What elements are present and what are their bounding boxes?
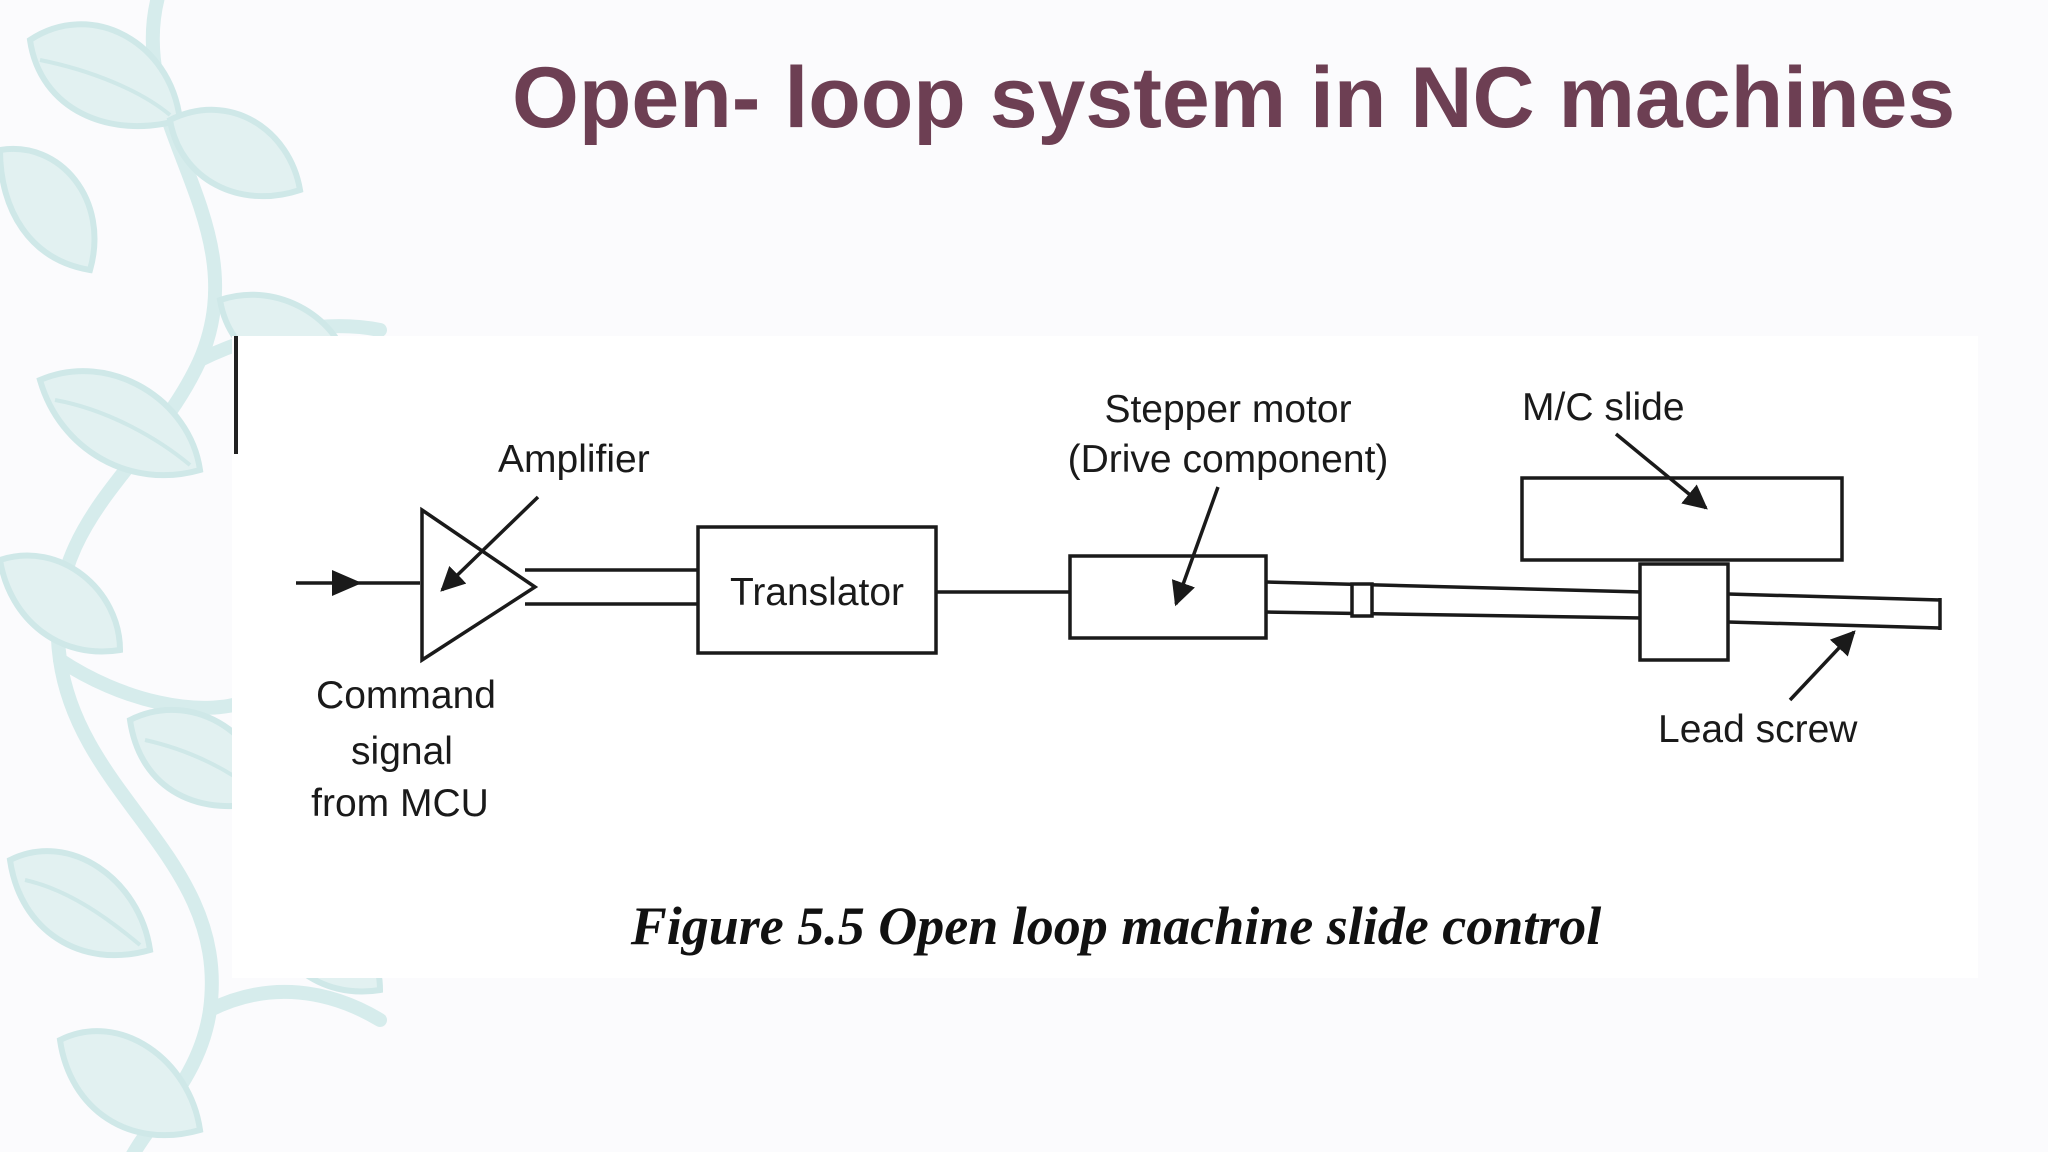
stepper-motor-pointer-arrow [1171,486,1220,607]
translator-block [696,525,938,655]
slide-title: Open- loop system in NC machines [512,50,1956,146]
command-signal-label-line1: Command [316,674,496,717]
amplifier-triangle [420,506,539,664]
stepper-motor-label: Stepper motor [1104,388,1351,431]
motor-shaft-upper [1265,580,1643,594]
amplifier-pointer-arrow [440,495,540,592]
amplifier-label: Amplifier [498,438,650,481]
lead-screw-pointer-arrow [1788,630,1856,702]
command-signal-label-line2: signal [351,730,453,773]
stepper-motor-block [1068,554,1268,640]
motor-shaft-lower [1265,610,1643,620]
lead-screw-upper [1727,592,1941,602]
figure-scan-edge [234,336,238,454]
shaft-coupling [1350,582,1374,618]
drive-component-label: (Drive component) [1068,438,1389,481]
lead-screw-label: Lead screw [1658,708,1858,751]
mc-slide-pointer-arrow [1614,432,1708,510]
lead-screw-nut [1638,562,1730,662]
command-signal-label-line3: from MCU [311,782,489,825]
figure-caption: Figure 5.5 Open loop machine slide contr… [630,896,1602,956]
lead-screw-lower [1727,620,1941,630]
mc-slide-label: M/C slide [1522,386,1685,429]
translator-label: Translator [730,571,904,614]
input-signal-arrowhead [332,570,362,596]
